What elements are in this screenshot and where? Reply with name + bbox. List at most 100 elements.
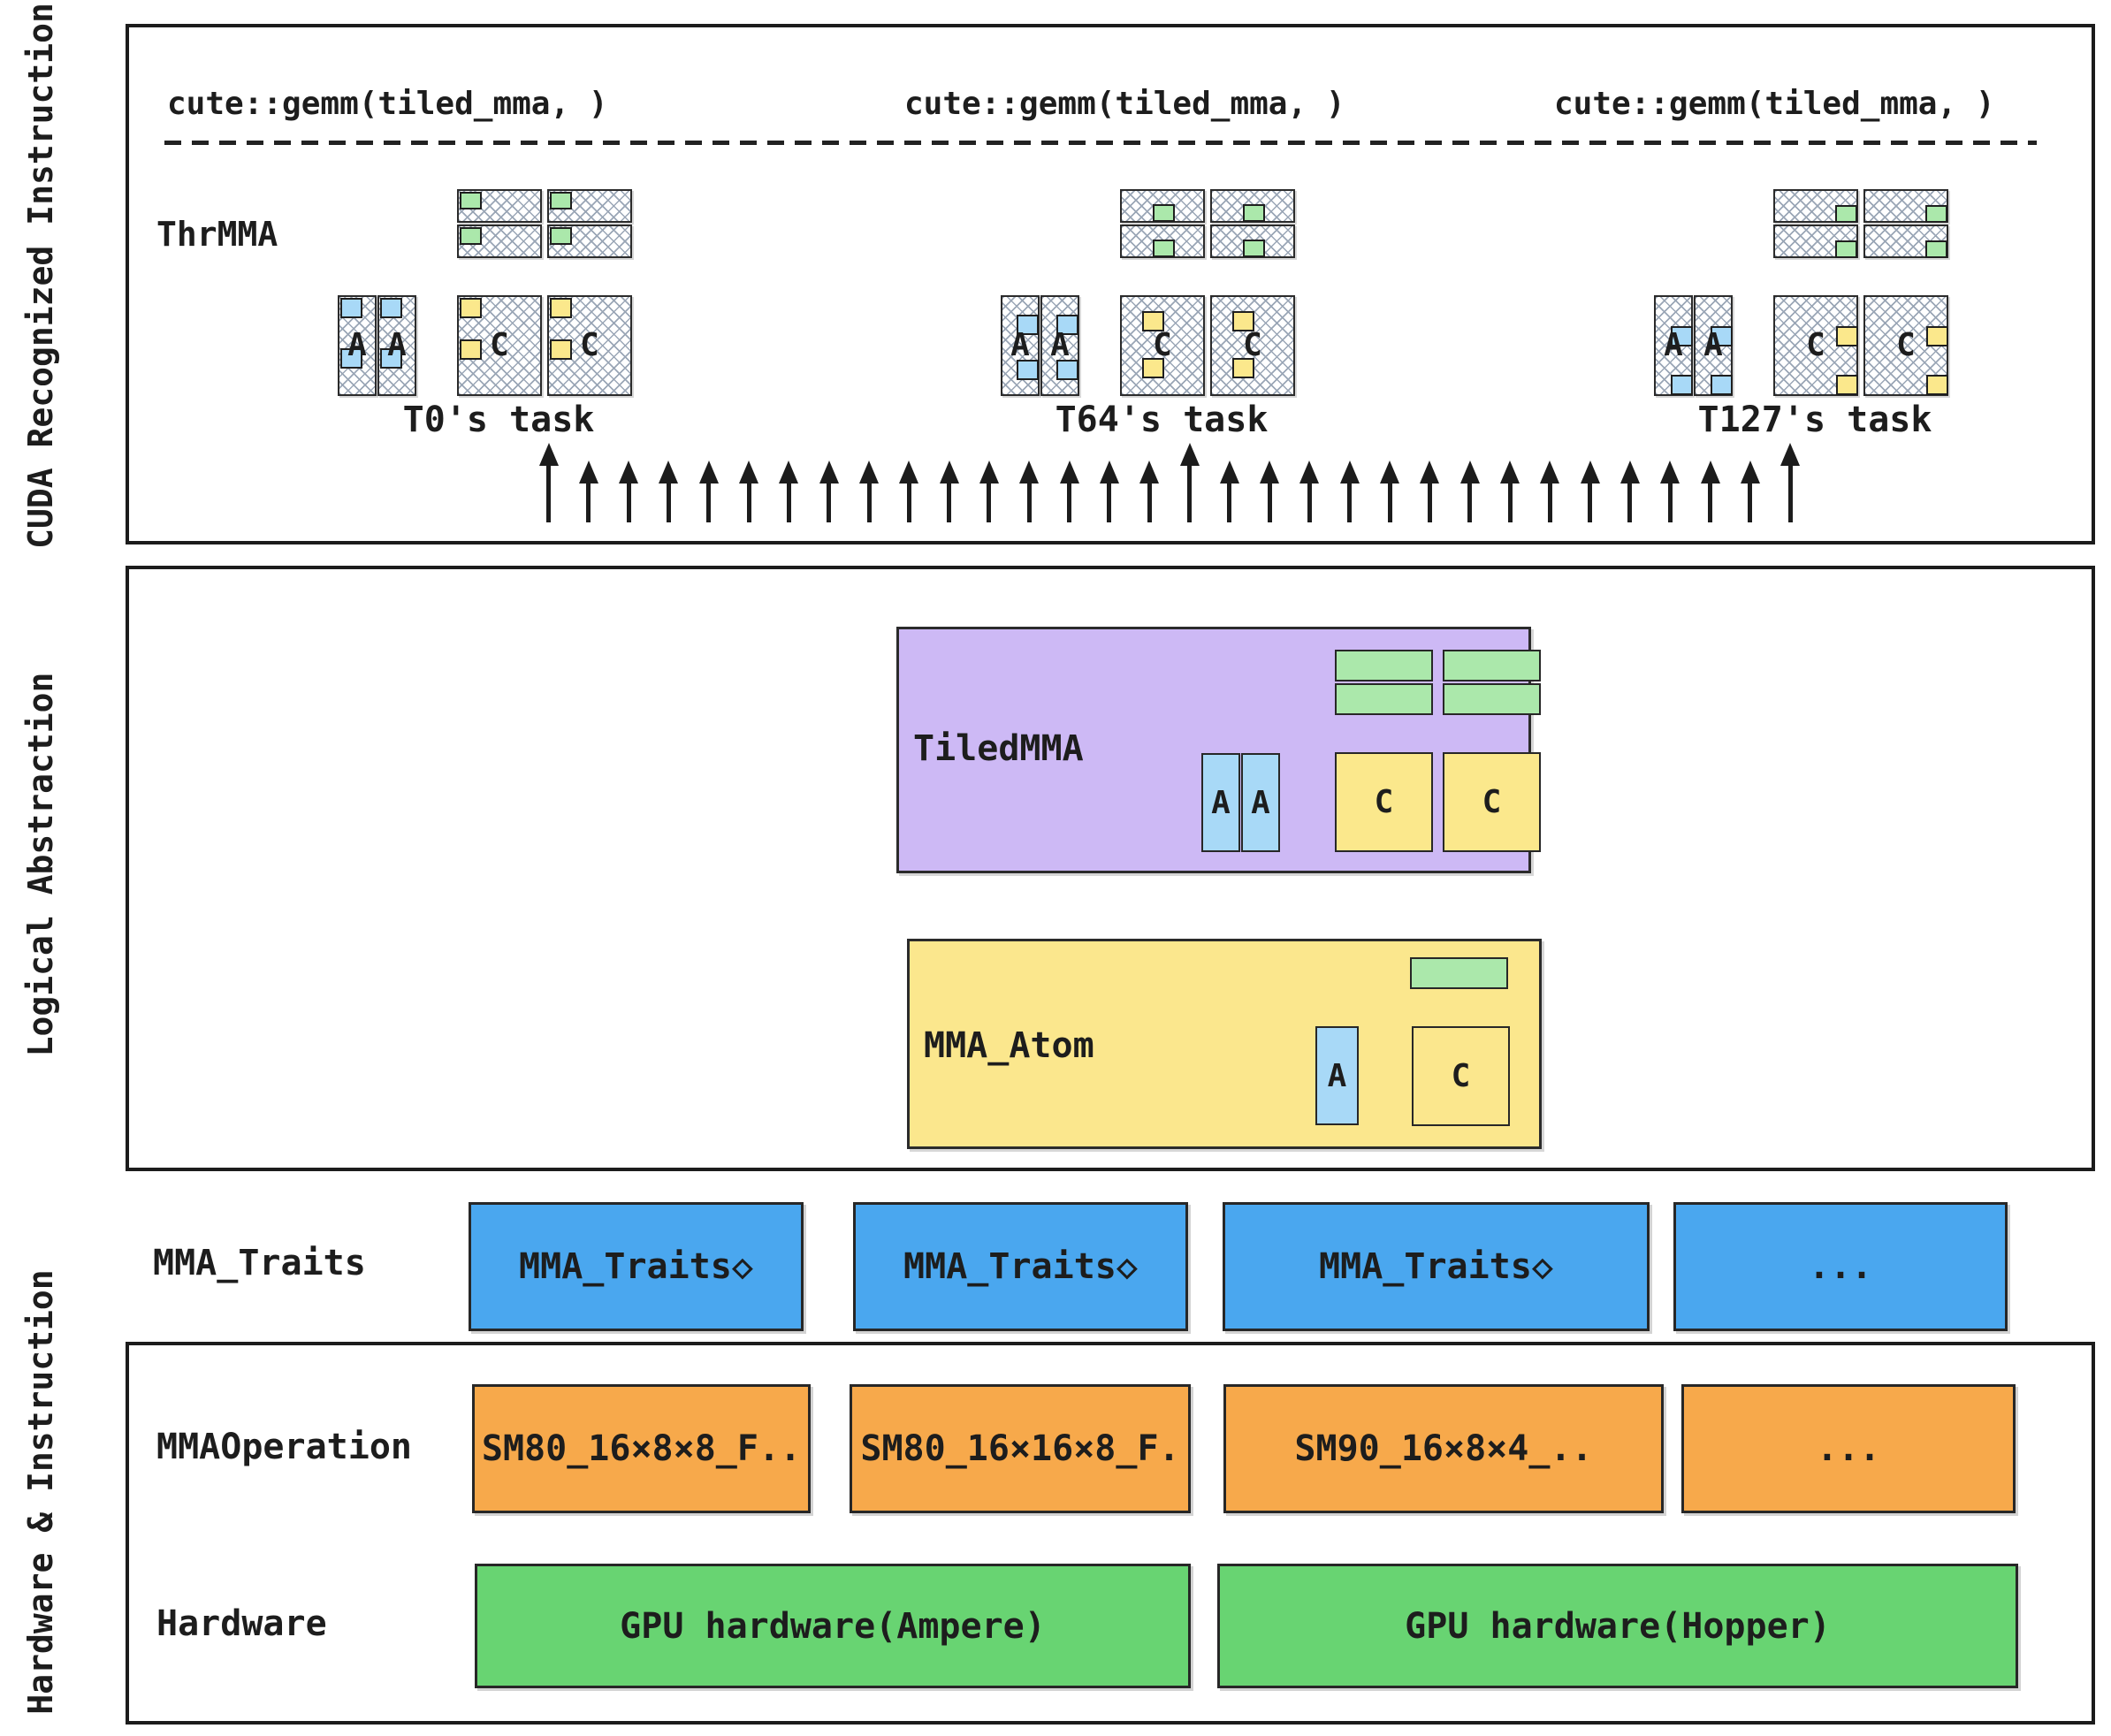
- thread-fragment-marker: [1836, 375, 1858, 395]
- matrix-a-tile: A: [1654, 295, 1693, 396]
- up-arrow: [1019, 461, 1040, 522]
- cuda-recognized-instruction-box: cute::gemm(tiled_mma, ) cute::gemm(tiled…: [126, 24, 2095, 544]
- up-arrow-big: [1179, 443, 1200, 522]
- mma-traits-box-more: ...: [1673, 1202, 2008, 1331]
- gemm-call-3: cute::gemm(tiled_mma, ): [1554, 86, 1995, 122]
- a-fragment-tile: A: [1315, 1026, 1359, 1125]
- section-label-hardware-and-instruction: Hardware & Instruction: [21, 1269, 60, 1715]
- thread-fragment-marker: [340, 348, 362, 369]
- hardware-row-label: Hardware: [156, 1603, 327, 1644]
- b-fragment-tile: [1410, 957, 1508, 989]
- gemm-call-1: cute::gemm(tiled_mma, ): [167, 86, 608, 122]
- thread-fragment-marker: [1835, 205, 1857, 223]
- up-arrow: [1099, 461, 1119, 522]
- matrix-b-tile: [1210, 225, 1295, 258]
- task-label: T64's task: [1055, 400, 1269, 440]
- up-arrow: [739, 461, 759, 522]
- thread-fragment-marker: [460, 339, 482, 360]
- thread-fragment-marker: [1925, 240, 1947, 258]
- gemm-call-2: cute::gemm(tiled_mma, ): [904, 86, 1345, 122]
- matrix-b-tile: [1773, 189, 1858, 223]
- matrix-letter: A: [387, 327, 407, 363]
- matrix-b-tile: [1863, 189, 1948, 223]
- thread-fragment-marker: [1232, 311, 1254, 331]
- thread-fragment-marker: [1835, 240, 1857, 258]
- thread-fragment-marker: [460, 227, 482, 245]
- c-fragment-tile: C: [1335, 752, 1433, 852]
- mma-atom-label: MMA_Atom: [924, 1025, 1094, 1066]
- tiledmma-panel: TiledMMA A A C C: [896, 627, 1541, 873]
- matrix-a-tile: A: [1001, 295, 1040, 396]
- up-arrow: [1339, 461, 1360, 522]
- mma-traits-row-label: MMA_Traits: [153, 1243, 366, 1283]
- thread-fragment-marker: [1925, 205, 1947, 223]
- matrix-a-tile: A: [338, 295, 377, 396]
- mma-traits-box: MMA_Traits◇: [1223, 1202, 1650, 1331]
- section-label-cuda-recognized-instruction: CUDA Recognized Instruction: [21, 3, 60, 549]
- mma-operation-box: SM80_16×8×8_F..: [472, 1384, 811, 1513]
- matrix-letter: A: [1703, 327, 1723, 363]
- thread-fragment-marker: [1243, 204, 1265, 222]
- thread-fragment-marker: [550, 339, 572, 360]
- up-arrow: [619, 461, 639, 522]
- thread-fragment-marker: [460, 192, 482, 209]
- matrix-a-tile: A: [377, 295, 416, 396]
- matrix-b-tile: [1210, 189, 1295, 223]
- tiledmma-label: TiledMMA: [913, 728, 1084, 769]
- mma-traits-box: MMA_Traits◇: [469, 1202, 804, 1331]
- matrix-b-tile: [457, 189, 542, 223]
- hardware-instruction-box: MMAOperation SM80_16×8×8_F.. SM80_16×16×…: [126, 1342, 2095, 1725]
- up-arrow: [1299, 461, 1320, 522]
- matrix-c-tile: C: [1210, 295, 1295, 396]
- matrix-letter: C: [1153, 327, 1172, 363]
- matrix-letter: A: [1664, 327, 1683, 363]
- task-label: T127's task: [1697, 400, 1932, 440]
- thread-fragment-marker: [1711, 375, 1733, 395]
- thread-fragment-marker: [380, 348, 402, 369]
- thread-fragment-marker: [1243, 240, 1265, 257]
- thrmma-row-label: ThrMMA: [156, 215, 278, 254]
- matrix-b-tile: [547, 189, 632, 223]
- thread-fragment-marker: [550, 227, 572, 245]
- mma-traits-box: MMA_Traits◇: [853, 1202, 1188, 1331]
- up-arrow-big: [1780, 443, 1801, 522]
- thread-fragment-marker: [1836, 326, 1858, 346]
- matrix-a-tile: A: [1694, 295, 1733, 396]
- up-arrow: [1139, 461, 1160, 522]
- up-arrow: [1219, 461, 1239, 522]
- thread-fragment-marker: [1671, 375, 1693, 395]
- mma-operation-box-more: ...: [1681, 1384, 2016, 1513]
- matrix-letter: C: [490, 327, 509, 363]
- up-arrow: [698, 461, 719, 522]
- up-arrow: [1740, 461, 1760, 522]
- matrix-letter: C: [1896, 327, 1916, 363]
- up-arrow: [1500, 461, 1520, 522]
- a-fragment-tile: A: [1241, 753, 1280, 852]
- up-arrow: [1260, 461, 1280, 522]
- up-arrow: [578, 461, 598, 522]
- b-fragment-tile: [1443, 683, 1541, 715]
- matrix-b-tile: [1120, 189, 1205, 223]
- matrix-letter: A: [347, 327, 367, 363]
- mma-atom-panel: MMA_Atom A C: [907, 939, 1542, 1149]
- a-fragment-tile: A: [1201, 753, 1240, 852]
- thread-fragment-marker: [1017, 360, 1039, 380]
- logical-abstraction-box: TiledMMA A A C C MMA_Atom A C: [126, 566, 2095, 1171]
- b-fragment-tile: [1335, 683, 1433, 715]
- matrix-c-tile: C: [1773, 295, 1858, 396]
- matrix-b-tile: [1863, 225, 1948, 258]
- mma-operation-box: SM80_16×16×8_F.: [850, 1384, 1191, 1513]
- c-fragment-tile: C: [1412, 1026, 1510, 1126]
- up-arrow: [1660, 461, 1680, 522]
- dashed-divider: [164, 141, 2037, 145]
- matrix-b-tile: [547, 225, 632, 258]
- matrix-b-tile: [1120, 225, 1205, 258]
- mma-operation-row-label: MMAOperation: [156, 1427, 412, 1467]
- thread-fragment-marker: [1056, 360, 1078, 380]
- up-arrow: [1459, 461, 1480, 522]
- thread-fragment-marker: [1232, 358, 1254, 378]
- matrix-letter: A: [1050, 327, 1070, 363]
- gpu-hardware-hopper-box: GPU hardware(Hopper): [1217, 1564, 2018, 1688]
- up-arrow: [1700, 461, 1720, 522]
- matrix-a-tile: A: [1040, 295, 1079, 396]
